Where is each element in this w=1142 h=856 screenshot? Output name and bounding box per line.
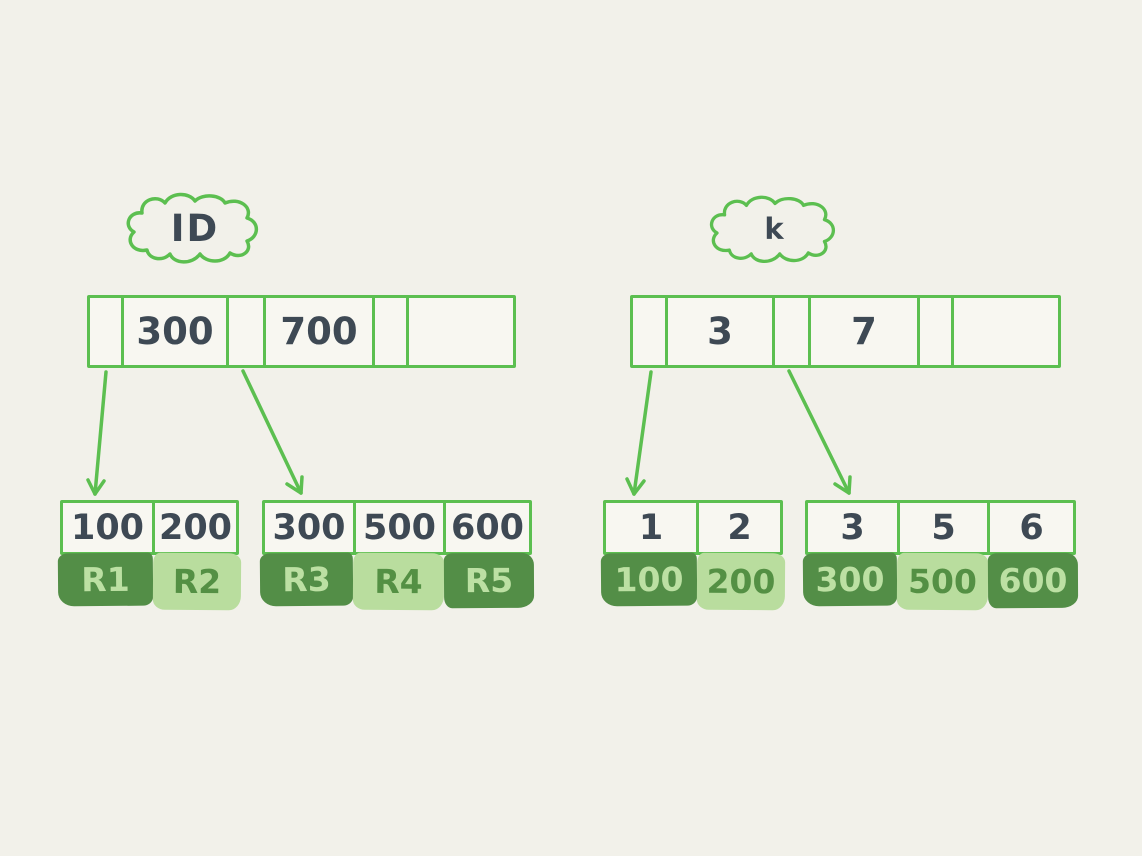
leaf-value-cell: 600 [987, 552, 1079, 609]
leaf-node: 100 200 R1 R2 [57, 500, 242, 611]
leaf-value-cell: R4 [352, 552, 445, 611]
cloud-shape-icon [126, 192, 259, 264]
root-node-cell [90, 298, 124, 365]
root-node-id: 300 700 [87, 295, 516, 368]
cloud-k-label: k [764, 212, 786, 246]
root-node-cell [375, 298, 409, 365]
root-node-cell: 3 [668, 298, 775, 365]
root-node-cell: 700 [266, 298, 375, 365]
leaf-node: 1 2 100 200 [600, 500, 786, 611]
leaf-node: 3 5 6 300 500 600 [802, 500, 1079, 611]
cloud-shape-icon [709, 195, 836, 264]
leaf-node: 300 500 600 R3 R4 R5 [259, 500, 535, 611]
leaf-key-cell: 2 [727, 507, 752, 548]
root-node-cell: 7 [811, 298, 920, 365]
leaf-key-cell: 5 [900, 503, 990, 552]
root-node-k: 3 7 [630, 295, 1061, 368]
pointer-arrow [241, 369, 304, 495]
leaf-value-cell: R3 [259, 552, 354, 607]
leaf-value-cell: 200 [696, 552, 786, 611]
leaf-key-cell: 1 [606, 503, 699, 552]
root-node-cell [954, 298, 1058, 365]
root-node-cell [229, 298, 266, 365]
cloud-id: ID [120, 190, 270, 272]
leaf-value-cell: R5 [443, 552, 535, 609]
pointer-arrow [787, 369, 852, 495]
leaf-key-cell: 100 [63, 503, 155, 552]
leaf-key-cell: 3 [808, 503, 900, 552]
leaf-key-cell: 200 [158, 507, 233, 548]
leaf-key-cell: 6 [1019, 507, 1044, 548]
root-node-cell [920, 298, 954, 365]
leaf-value-cell: 500 [896, 552, 989, 611]
root-node-cell [409, 298, 513, 365]
leaf-value-cell: 300 [802, 552, 898, 607]
pointer-arrow [86, 370, 108, 496]
leaf-value-cell: R1 [57, 552, 154, 607]
leaf-value-cell: R2 [152, 552, 242, 611]
leaf-key-cell: 500 [356, 503, 446, 552]
root-node-cell [775, 298, 811, 365]
leaf-value-cell: 100 [600, 552, 698, 607]
root-node-cell: 300 [124, 298, 229, 365]
leaf-key-cell: 600 [450, 507, 525, 548]
pointer-arrow [625, 370, 653, 496]
cloud-id-label: ID [170, 206, 220, 250]
cloud-k: k [700, 193, 850, 271]
leaf-key-cell: 300 [265, 503, 356, 552]
root-node-cell [633, 298, 668, 365]
